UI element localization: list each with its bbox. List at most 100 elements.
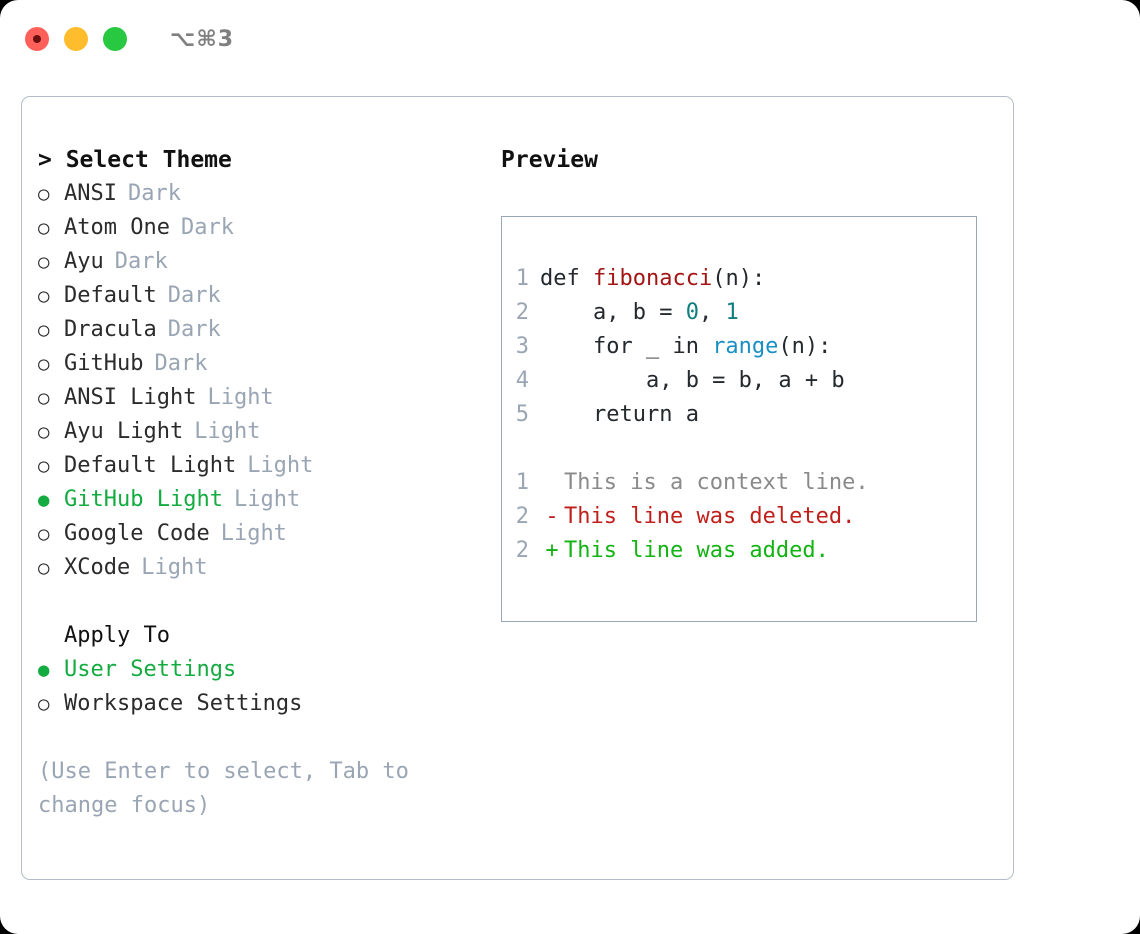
apply-to-option-label: Workspace Settings bbox=[64, 691, 303, 716]
diff-line: 1 This is a context line. bbox=[502, 466, 976, 500]
theme-option-variant: Light bbox=[141, 555, 208, 580]
code-line-text: a, b = 0, 1 bbox=[540, 296, 739, 330]
radio-unselected-icon: ○ bbox=[38, 319, 50, 341]
code-token: a, b = bbox=[540, 300, 686, 325]
apply-to-title: Apply To bbox=[64, 623, 170, 648]
line-number: 5 bbox=[515, 402, 529, 427]
theme-option-label: GitHub bbox=[64, 351, 144, 376]
code-token: fibonacci bbox=[592, 266, 713, 291]
code-line: 1 def fibonacci(n): bbox=[502, 262, 976, 296]
theme-option-label: Ayu bbox=[64, 249, 104, 274]
code-line-text: for _ in range(n): bbox=[540, 330, 831, 364]
radio-unselected-icon: ○ bbox=[38, 285, 50, 307]
code-token: range bbox=[712, 334, 779, 359]
apply-to-option-user-settings[interactable]: ● User Settings bbox=[38, 653, 468, 687]
maximize-button[interactable] bbox=[103, 27, 127, 51]
apply-to-option-label: User Settings bbox=[64, 657, 237, 682]
theme-option-variant: Light bbox=[233, 487, 301, 512]
diff-line: 2 +This line was added. bbox=[502, 534, 976, 568]
radio-unselected-icon: ○ bbox=[38, 217, 50, 239]
diff-marker-add: + bbox=[545, 538, 559, 563]
theme-option-github[interactable]: ○ GitHub Dark bbox=[38, 347, 468, 381]
code-token: a, b = b, a + b bbox=[540, 368, 845, 393]
radio-unselected-icon: ○ bbox=[38, 353, 50, 375]
theme-option-ayu-light[interactable]: ○ Ayu Light Light bbox=[38, 415, 468, 449]
code-line-text: def fibonacci(n): bbox=[540, 262, 765, 296]
theme-option-variant: Dark bbox=[114, 249, 168, 274]
theme-option-variant: Dark bbox=[127, 181, 181, 206]
radio-selected-icon: ● bbox=[38, 489, 50, 511]
line-number: 2 bbox=[515, 504, 529, 529]
theme-option-variant: Dark bbox=[180, 215, 234, 240]
radio-selected-icon: ● bbox=[38, 659, 50, 681]
theme-option-variant: Light bbox=[207, 385, 274, 410]
diff-sample: 1 This is a context line. 2-This line was… bbox=[502, 466, 976, 568]
theme-option-variant: Dark bbox=[154, 351, 208, 376]
theme-option-label: XCode bbox=[64, 555, 131, 580]
theme-option-variant: Light bbox=[220, 521, 287, 546]
code-line: 4 a, b = b, a + b bbox=[502, 364, 976, 398]
prompt-caret-icon: > bbox=[38, 147, 66, 173]
code-line-text: return a bbox=[540, 398, 699, 432]
line-number: 4 bbox=[515, 368, 529, 393]
code-token: (n): bbox=[778, 334, 832, 359]
code-line: 2 a, b = 0, 1 bbox=[502, 296, 976, 330]
code-token: def bbox=[540, 266, 593, 291]
theme-option-label: Default bbox=[64, 283, 157, 308]
apply-to-option-workspace-settings[interactable]: ○Workspace Settings bbox=[38, 687, 468, 721]
apply-to-header: Apply To bbox=[38, 619, 468, 653]
code-token: 1 bbox=[725, 300, 739, 325]
line-number: 2 bbox=[515, 538, 529, 563]
line-number: 1 bbox=[515, 266, 529, 291]
theme-option-ansi-light[interactable]: ○ ANSI Light Light bbox=[38, 381, 468, 415]
select-theme-header: > Select Theme bbox=[38, 143, 468, 177]
radio-unselected-icon: ○ bbox=[38, 455, 50, 477]
radio-unselected-icon: ○ bbox=[38, 251, 50, 273]
keyboard-hint: (Use Enter to select, Tab to change focu… bbox=[38, 759, 409, 818]
theme-option-variant: Dark bbox=[167, 283, 221, 308]
radio-unselected-icon: ○ bbox=[38, 557, 50, 579]
theme-option-label: Google Code bbox=[64, 521, 210, 546]
line-number: 1 bbox=[515, 470, 529, 495]
theme-option-ayu[interactable]: ○ Ayu Dark bbox=[38, 245, 468, 279]
radio-unselected-icon: ○ bbox=[38, 183, 50, 205]
radio-unselected-icon: ○ bbox=[38, 387, 50, 409]
theme-option-xcode[interactable]: ○ XCode Light bbox=[38, 551, 468, 585]
recording-indicator-icon bbox=[33, 35, 41, 43]
theme-option-label: Ayu Light bbox=[64, 419, 184, 444]
code-token: (n): bbox=[712, 266, 766, 291]
diff-line-text: This line was added. bbox=[564, 538, 829, 563]
code-line: 3 for _ in range(n): bbox=[502, 330, 976, 364]
code-line-text: a, b = b, a + b bbox=[540, 364, 845, 398]
code-token: , bbox=[698, 300, 726, 325]
theme-option-default[interactable]: ○ Default Dark bbox=[38, 279, 468, 313]
minimize-button[interactable] bbox=[64, 27, 88, 51]
theme-option-ansi[interactable]: ○ ANSI Dark bbox=[38, 177, 468, 211]
theme-option-label: ANSI bbox=[64, 181, 117, 206]
radio-unselected-icon: ○ bbox=[38, 523, 50, 545]
theme-option-variant: Light bbox=[194, 419, 261, 444]
radio-unselected-icon: ○ bbox=[38, 421, 50, 443]
code-token: for _ in bbox=[540, 334, 713, 359]
theme-option-label: ANSI Light bbox=[64, 385, 197, 410]
title-bar: ⌥⌘3 bbox=[0, 0, 1140, 78]
apply-to-list: ● User Settings ○Workspace Settings bbox=[38, 653, 468, 721]
window-controls bbox=[25, 27, 127, 51]
line-number: 2 bbox=[515, 300, 529, 325]
diff-marker-del: - bbox=[545, 504, 559, 529]
theme-option-label: Dracula bbox=[64, 317, 157, 342]
close-button[interactable] bbox=[25, 27, 49, 51]
select-theme-title: Select Theme bbox=[65, 147, 232, 173]
theme-option-google-code[interactable]: ○ Google Code Light bbox=[38, 517, 468, 551]
